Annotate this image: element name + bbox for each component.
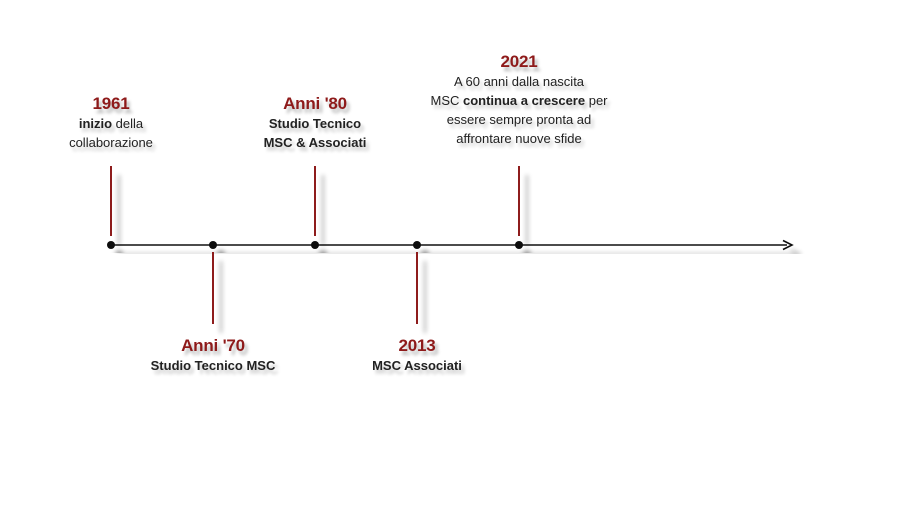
event-2013: 2013 MSC Associati (297, 336, 537, 375)
event-description-line: MSC continua a crescere per (399, 91, 639, 110)
event-1961: 1961 inizio della collaborazione (0, 94, 231, 152)
event-anni-80: Anni '80 Studio Tecnico MSC & Associati (195, 94, 435, 152)
event-text-bold: MSC & Associati (263, 135, 367, 150)
event-text: collaborazione (69, 135, 153, 150)
event-text-bold: Studio Tecnico MSC (150, 358, 276, 373)
event-text: A 60 anni dalla nascita (453, 74, 585, 89)
event-text-bold: continua a crescere (462, 93, 586, 108)
event-year: 2013 (398, 336, 436, 355)
event-text: essere sempre pronta ad (446, 112, 592, 127)
event-year: 1961 (92, 94, 130, 113)
event-description-line: Studio Tecnico MSC (93, 356, 333, 375)
event-description-line: MSC Associati (297, 356, 537, 375)
event-description-line: Studio Tecnico (195, 114, 435, 133)
event-text: della (112, 116, 144, 131)
event-year: Anni '80 (283, 94, 347, 113)
timeline-dot-anni-80 (311, 241, 319, 249)
event-text: MSC (430, 93, 463, 108)
event-text-bold: Studio Tecnico (268, 116, 362, 131)
event-description-line: essere sempre pronta ad (399, 110, 639, 129)
timeline-arrowhead (782, 239, 794, 251)
event-2021: 2021 A 60 anni dalla nascita MSC continu… (399, 52, 639, 148)
event-description-line: collaborazione (0, 133, 231, 152)
timeline-dot-2013 (413, 241, 421, 249)
event-year: 2021 (500, 52, 538, 71)
event-text: affrontare nuove sfide (456, 131, 582, 146)
event-anni-70: Anni '70 Studio Tecnico MSC (93, 336, 333, 375)
event-text-bold: MSC Associati (372, 358, 462, 373)
event-text-bold: inizio (78, 116, 113, 131)
event-description-line: MSC & Associati (195, 133, 435, 152)
event-description-line: A 60 anni dalla nascita (399, 72, 639, 91)
timeline-dot-anni-70 (209, 241, 217, 249)
timeline-dot-2021 (515, 241, 523, 249)
event-description-line: inizio della (0, 114, 231, 133)
timeline-dot-1961 (107, 241, 115, 249)
event-year: Anni '70 (181, 336, 245, 355)
event-text: per (585, 93, 608, 108)
event-description-line: affrontare nuove sfide (399, 129, 639, 148)
